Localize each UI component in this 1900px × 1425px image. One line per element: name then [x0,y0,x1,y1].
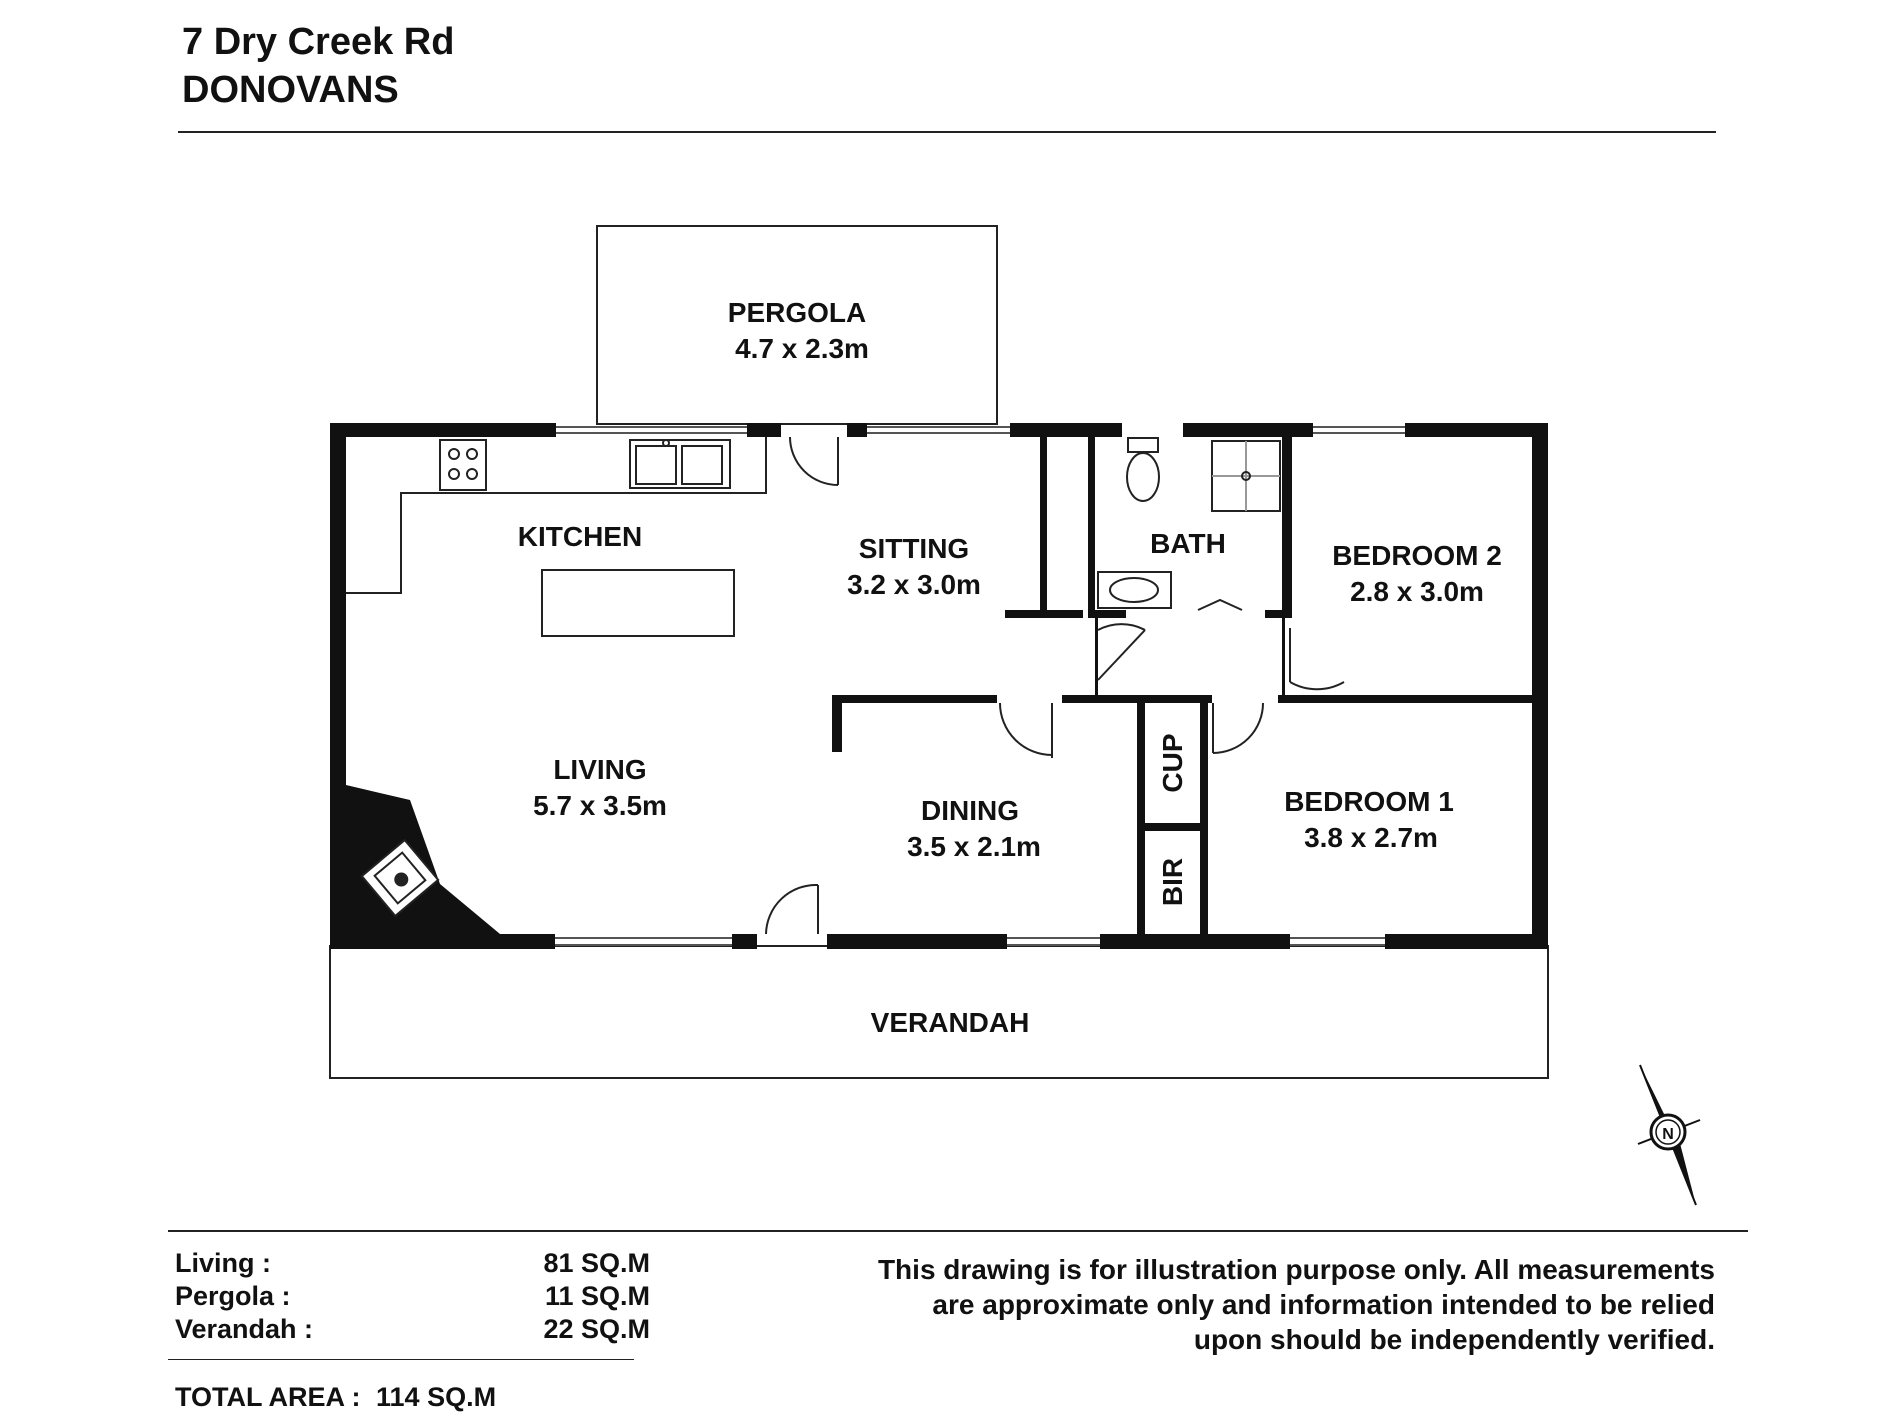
cooktop-icon [439,439,487,491]
heater-icon [360,838,440,918]
living-size: 5.7 x 3.5m [533,790,667,821]
area-label: Living : [175,1248,271,1278]
verandah-label: VERANDAH [871,1007,1030,1038]
disclaimer-line-2: are approximate only and information int… [932,1289,1715,1320]
total-area: TOTAL AREA : 114 SQ.M [175,1382,496,1413]
kitchen-island [541,569,735,637]
toilet-icon [1127,437,1159,453]
living-label: LIVING [553,754,646,785]
cup-label: CUP [1157,733,1188,792]
compass-north-label: N [1662,1126,1674,1143]
area-value: 11 SQ.M [544,1281,650,1311]
bir-label: BIR [1157,858,1188,906]
footer-rule [168,1230,1748,1232]
walls [330,423,1548,949]
area-row-living: Living : 81 SQ.M [175,1248,650,1281]
disclaimer-line-3: upon should be independently verified. [1193,1324,1715,1355]
area-row-pergola: Pergola : 11 SQ.M [175,1281,650,1314]
total-rule [168,1359,634,1360]
room-labels: PERGOLA 4.7 x 2.3m KITCHEN SITTING 3.2 x… [518,297,1502,1038]
bedroom1-size: 3.8 x 2.7m [1304,822,1438,853]
vanity-basin-icon [1097,571,1172,609]
area-value: 22 SQ.M [543,1314,650,1344]
disclaimer: This drawing is for illustration purpose… [700,1252,1715,1357]
bedroom2-label: BEDROOM 2 [1332,540,1502,571]
floor-plan: PERGOLA 4.7 x 2.3m KITCHEN SITTING 3.2 x… [329,225,1701,1206]
pergola-outline [596,225,998,425]
disclaimer-line-1: This drawing is for illustration purpose… [877,1254,1715,1285]
dining-label: DINING [921,795,1019,826]
pergola-label: PERGOLA [728,297,866,328]
area-summary: Living : 81 SQ.M Pergola : 11 SQ.M Veran… [175,1248,650,1347]
area-row-verandah: Verandah : 22 SQ.M [175,1314,650,1347]
windows [555,426,1405,946]
area-value: 81 SQ.M [543,1248,650,1278]
compass-icon: N [1637,1064,1701,1206]
kitchen-label: KITCHEN [518,521,642,552]
fixtures [346,437,1281,918]
kitchen-sink-icon [629,439,731,489]
doors [765,436,1345,935]
bedroom1-label: BEDROOM 1 [1284,786,1454,817]
total-label: TOTAL AREA : [175,1382,361,1412]
sitting-size: 3.2 x 3.0m [847,569,981,600]
pergola-size: 4.7 x 2.3m [735,333,869,364]
dining-size: 3.5 x 2.1m [907,831,1041,862]
sitting-label: SITTING [859,533,969,564]
bath-label: BATH [1150,528,1226,559]
bedroom2-size: 2.8 x 3.0m [1350,576,1484,607]
header-rule [178,131,1716,133]
total-value: 114 SQ.M [376,1382,497,1412]
area-label: Pergola : [175,1281,291,1311]
address-line-2: DONOVANS [182,69,399,111]
area-label: Verandah : [175,1314,314,1344]
address-line-1: 7 Dry Creek Rd [182,21,455,63]
